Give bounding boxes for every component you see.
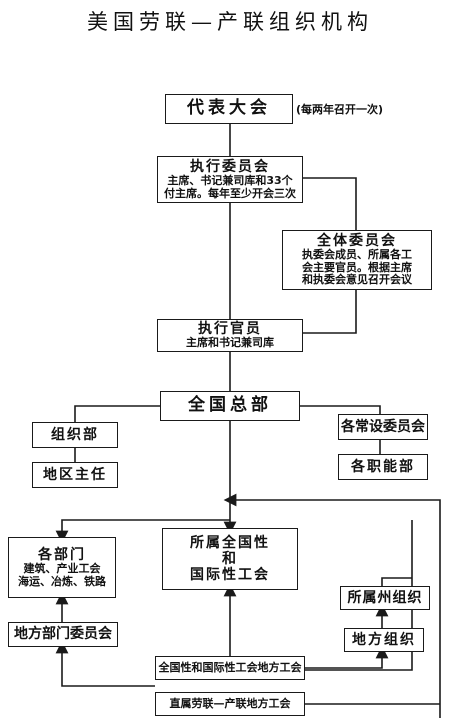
node-local-central-bodies: 地方组织 bbox=[344, 628, 424, 652]
edge-localunions-central bbox=[305, 645, 389, 669]
node-general-board-label: 全体委员会 bbox=[317, 232, 397, 249]
node-functional-depts: 各职能部 bbox=[338, 454, 428, 480]
node-affiliated-unions-line1: 所属全国性 bbox=[190, 534, 270, 551]
node-local-unions-label: 全国性和国际性工会地方工会 bbox=[158, 660, 302, 674]
node-general-board-line1: 执委会成员、所属各工 bbox=[302, 248, 412, 262]
node-local-dept-councils-label: 地方部门委员会 bbox=[14, 626, 112, 643]
edge-board-officers bbox=[303, 290, 357, 334]
page-title: 美国劳联—产联组织机构 bbox=[87, 10, 373, 34]
node-directly-affiliated-locals: 直属劳联—产联地方工会 bbox=[155, 692, 305, 716]
node-regional-director-label: 地区主任 bbox=[43, 466, 107, 483]
node-convention-label: 代表大会 bbox=[187, 98, 271, 119]
node-executive-officers-line1: 主席和书记兼司库 bbox=[186, 336, 274, 350]
node-trade-depts-line2: 海运、冶炼、铁路 bbox=[18, 574, 106, 588]
node-general-board-line2: 会主要官员。根据主席 bbox=[302, 260, 412, 274]
node-executive-council-line2: 付主席。每年至少开会三次 bbox=[164, 186, 296, 200]
node-convention: 代表大会 bbox=[165, 94, 293, 124]
node-headquarters-label: 全国总部 bbox=[188, 395, 272, 416]
node-local-dept-councils: 地方部门委员会 bbox=[8, 622, 118, 647]
node-affiliated-unions-line2: 和 bbox=[222, 550, 238, 567]
edge-executive-board bbox=[303, 177, 357, 230]
node-general-board: 全体委员会 执委会成员、所属各工 会主要官员。根据主席 和执委会意见召开会议 bbox=[282, 230, 432, 290]
node-executive-officers: 执行官员 主席和书记兼司库 bbox=[157, 319, 303, 352]
node-trade-depts-label: 各部门 bbox=[38, 546, 86, 563]
edge-state-up bbox=[381, 577, 412, 586]
node-affiliated-unions-line3: 国际性工会 bbox=[190, 567, 270, 584]
node-executive-council-line1: 主席、书记兼司库和33个 bbox=[167, 173, 293, 187]
edge-trunk-tradedepts bbox=[55, 519, 230, 544]
node-executive-council: 执行委员会 主席、书记兼司库和33个 付主席。每年至少开会三次 bbox=[157, 156, 303, 203]
node-standing-committees-label: 各常设委员会 bbox=[341, 418, 425, 435]
node-local-central-bodies-label: 地方组织 bbox=[352, 631, 416, 648]
node-affiliated-unions: 所属全国性 和 国际性工会 bbox=[162, 528, 298, 590]
node-regional-director: 地区主任 bbox=[32, 462, 118, 488]
convention-note: (每两年召开一次) bbox=[296, 103, 384, 116]
node-executive-council-label: 执行委员会 bbox=[190, 158, 270, 175]
node-org-dept: 组织部 bbox=[32, 422, 118, 448]
edge-localunions-councils bbox=[55, 640, 155, 687]
node-headquarters: 全国总部 bbox=[160, 391, 300, 421]
node-state-orgs-label: 所属州组织 bbox=[347, 589, 423, 606]
edge-loop-upper bbox=[223, 493, 441, 718]
node-trade-depts: 各部门 建筑、产业工会 海运、冶炼、铁路 bbox=[8, 537, 116, 598]
node-trade-depts-line1: 建筑、产业工会 bbox=[23, 561, 101, 575]
node-general-board-line3: 和执委会意见召开会议 bbox=[302, 273, 412, 287]
node-functional-depts-label: 各职能部 bbox=[351, 458, 415, 475]
node-standing-committees: 各常设委员会 bbox=[338, 414, 428, 440]
node-executive-officers-label: 执行官员 bbox=[198, 321, 262, 338]
edge-hq-orgdept bbox=[74, 405, 160, 422]
node-local-unions: 全国性和国际性工会地方工会 bbox=[155, 656, 305, 680]
edge-hq-committees bbox=[300, 405, 381, 414]
node-state-orgs: 所属州组织 bbox=[340, 586, 430, 610]
node-org-dept-label: 组织部 bbox=[51, 426, 99, 443]
node-directly-affiliated-locals-label: 直属劳联—产联地方工会 bbox=[169, 696, 291, 710]
